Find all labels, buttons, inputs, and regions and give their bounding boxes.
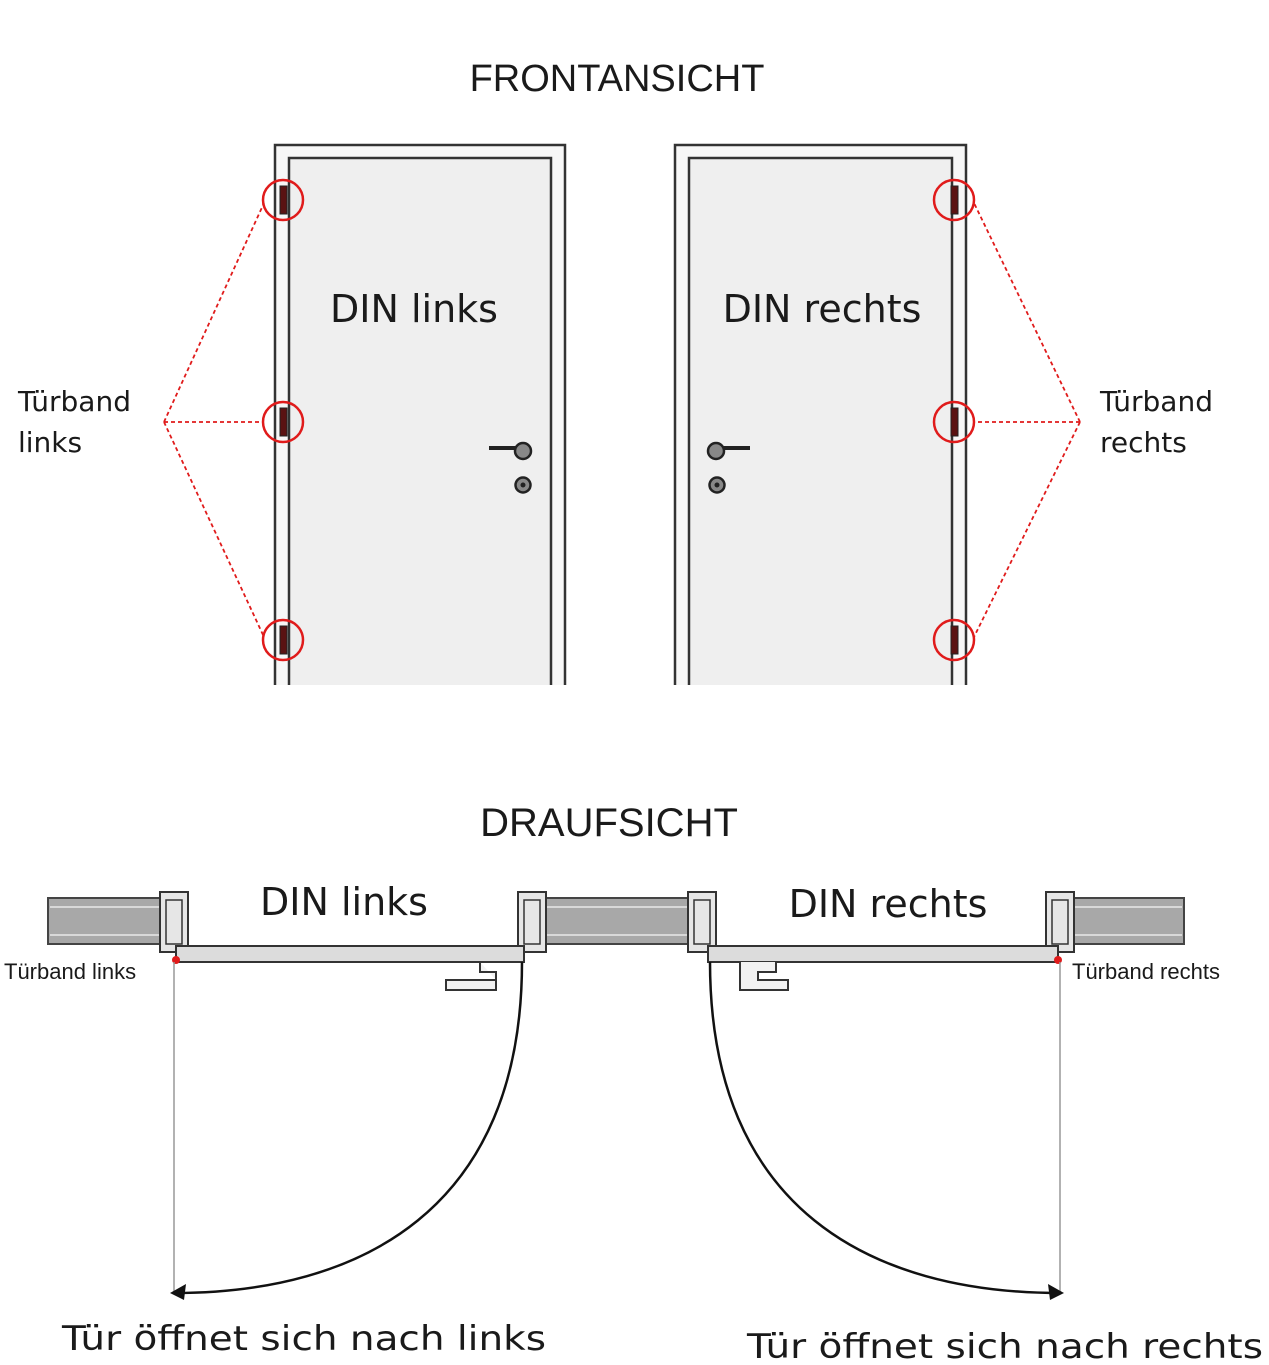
front-view-title: FRONTANSICHT bbox=[470, 58, 765, 100]
door-frame-details bbox=[165, 899, 1069, 945]
wall-inner-lines bbox=[50, 906, 1182, 936]
wall-sections bbox=[47, 897, 1185, 945]
top-view-title: DRAUFSICHT bbox=[480, 801, 738, 845]
right-swing-arrowhead bbox=[1048, 1284, 1064, 1300]
front-left-door-label: DIN links bbox=[330, 287, 498, 331]
left-door-swing-arc bbox=[173, 961, 524, 1295]
right-door-leaf bbox=[687, 156, 954, 685]
top-right-door-leaf bbox=[707, 945, 1059, 963]
door-handle-icon bbox=[489, 441, 533, 461]
front-right-door: DIN rechts bbox=[673, 143, 1081, 685]
right-hinge-highlight-circles bbox=[932, 178, 976, 662]
left-hinge-point bbox=[172, 956, 180, 964]
left-door-caption: Tür öffnet sich nach links bbox=[61, 1319, 546, 1359]
door-frame-profiles bbox=[159, 891, 1075, 953]
top-left-door-leaf bbox=[175, 945, 525, 963]
left-hinge-callout-lines bbox=[163, 202, 265, 638]
right-hinge-callout-line2: rechts bbox=[1100, 426, 1187, 459]
top-right-hinge-label: Türband rechts bbox=[1072, 959, 1220, 984]
door-handle-icon bbox=[706, 441, 750, 461]
right-hinge-point bbox=[1054, 956, 1062, 964]
hinge-icon bbox=[950, 185, 959, 655]
left-door-leaf bbox=[287, 156, 553, 685]
left-hinge-callout-line2: links bbox=[18, 426, 82, 459]
right-hinge-callout-lines bbox=[973, 202, 1081, 638]
right-hinge-callout-line1: Türband bbox=[1099, 385, 1213, 418]
front-right-door-label: DIN rechts bbox=[723, 287, 922, 331]
keyhole-icon bbox=[514, 476, 532, 494]
door-handle-icon bbox=[445, 962, 789, 991]
left-hinge-callout-line1: Türband bbox=[17, 385, 131, 418]
left-swing-arrowhead bbox=[170, 1284, 186, 1300]
right-door-caption: Tür öffnet sich nach rechts bbox=[746, 1327, 1263, 1365]
hinge-icon bbox=[279, 185, 288, 655]
front-left-door: DIN links bbox=[163, 143, 567, 685]
top-right-door-label: DIN rechts bbox=[789, 882, 988, 926]
top-left-hinge-label: Türband links bbox=[4, 959, 136, 984]
right-door-swing-arc bbox=[708, 961, 1061, 1295]
top-left-door-label: DIN links bbox=[260, 880, 428, 924]
keyhole-icon bbox=[708, 476, 726, 494]
